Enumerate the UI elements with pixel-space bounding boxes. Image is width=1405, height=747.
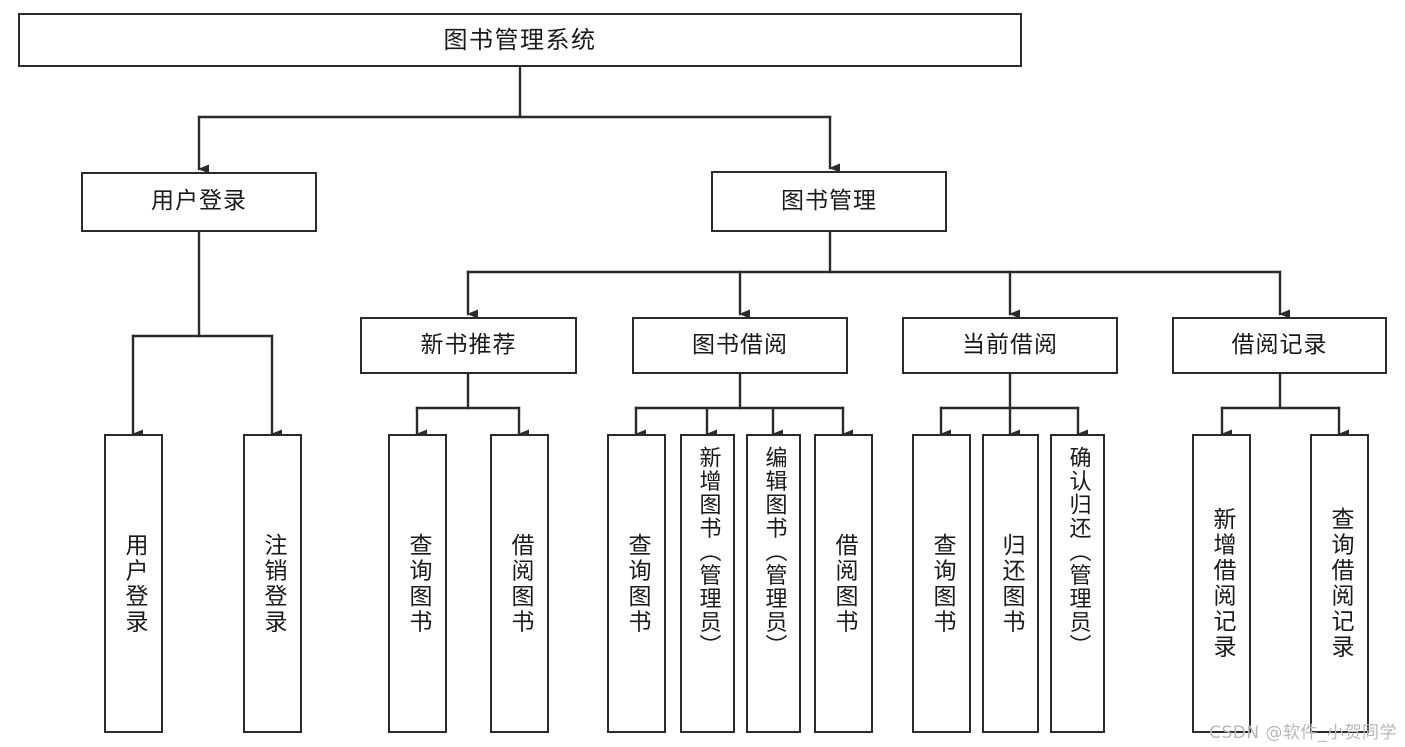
node-label: 查询图书 xyxy=(929,532,955,635)
node-new-book-recommend[interactable]: 新书推荐 xyxy=(360,317,577,374)
node-label: 查询图书 xyxy=(624,532,650,635)
node-label: 借阅记录 xyxy=(1231,331,1328,358)
leaf-new-book-query-book[interactable]: 查询图书 xyxy=(388,434,447,733)
node-label: 用户登录 xyxy=(151,188,247,215)
node-label: 编辑图书（管理员） xyxy=(761,446,787,658)
node-user-login[interactable]: 用户登录 xyxy=(81,172,317,232)
node-root-system[interactable]: 图书管理系统 xyxy=(18,13,1022,67)
csdn-watermark: CSDN @软件_小贺同学 xyxy=(1209,723,1397,743)
leaf-book-borrow-edit-book-admin[interactable]: 编辑图书（管理员） xyxy=(746,434,801,733)
leaf-borrow-record-query-record[interactable]: 查询借阅记录 xyxy=(1310,434,1369,733)
node-label: 查询借阅记录 xyxy=(1327,507,1353,660)
node-book-management[interactable]: 图书管理 xyxy=(711,171,947,232)
leaf-book-borrow-add-book-admin[interactable]: 新增图书（管理员） xyxy=(680,434,735,733)
node-label: 图书管理系统 xyxy=(443,25,597,54)
node-label: 新增借阅记录 xyxy=(1209,507,1235,660)
leaf-user-login-login[interactable]: 用户登录 xyxy=(104,434,163,733)
node-label: 确认归还（管理员） xyxy=(1065,446,1091,658)
node-label: 新书推荐 xyxy=(420,331,517,358)
node-label: 借阅图书 xyxy=(831,532,857,635)
node-label: 图书管理 xyxy=(781,187,877,214)
node-label: 查询图书 xyxy=(405,532,431,635)
leaf-borrow-record-add-record[interactable]: 新增借阅记录 xyxy=(1192,434,1251,733)
node-label: 新增图书（管理员） xyxy=(695,446,721,658)
leaf-current-borrow-confirm-return-admin[interactable]: 确认归还（管理员） xyxy=(1050,434,1105,733)
node-label: 注销登录 xyxy=(260,532,286,635)
leaf-book-borrow-borrow-book[interactable]: 借阅图书 xyxy=(814,434,873,733)
node-book-borrow[interactable]: 图书借阅 xyxy=(632,317,848,374)
leaf-user-login-logout[interactable]: 注销登录 xyxy=(243,434,302,733)
node-label: 借阅图书 xyxy=(507,532,533,635)
node-borrow-record[interactable]: 借阅记录 xyxy=(1172,317,1387,374)
leaf-book-borrow-query-book[interactable]: 查询图书 xyxy=(607,434,666,733)
leaf-current-borrow-return-book[interactable]: 归还图书 xyxy=(982,434,1039,733)
leaf-current-borrow-query-book[interactable]: 查询图书 xyxy=(912,434,971,733)
node-label: 归还图书 xyxy=(998,532,1024,635)
node-label: 图书借阅 xyxy=(692,331,788,358)
leaf-new-book-borrow-book[interactable]: 借阅图书 xyxy=(490,434,549,733)
node-current-borrow[interactable]: 当前借阅 xyxy=(902,317,1118,374)
node-label: 当前借阅 xyxy=(962,331,1058,358)
node-label: 用户登录 xyxy=(121,532,147,635)
